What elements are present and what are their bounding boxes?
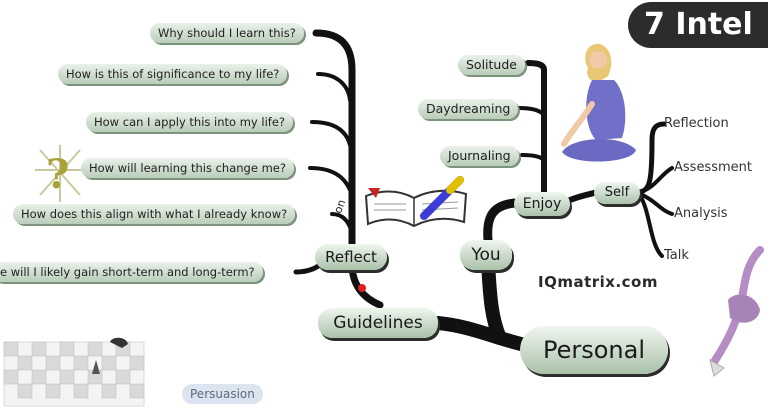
question-mark-icon: ? — [35, 145, 85, 202]
reflect-question-6: e will I likely gain short-term and long… — [0, 262, 263, 282]
enjoy-item-journaling: Journaling — [440, 146, 519, 166]
reflect-question-2: How is this of significance to my life? — [58, 64, 288, 84]
central-node: Personal — [520, 326, 668, 374]
enjoy-node: Enjoy — [514, 192, 570, 216]
meditating-woman-icon — [561, 43, 636, 162]
purple-figure-icon — [709, 246, 764, 377]
enjoy-item-daydreaming: Daydreaming — [418, 99, 519, 119]
svg-text:?: ? — [46, 151, 69, 198]
you-node: You — [460, 240, 512, 270]
reflect-question-1: Why should I learn this? — [150, 23, 304, 43]
enjoy-item-solitude: Solitude — [458, 55, 525, 75]
self-node: Self — [594, 182, 640, 204]
page-title: 7 Intel — [628, 2, 768, 48]
self-item-reflection: Reflection — [664, 116, 729, 131]
reflect-question-5: How does this align with what I already … — [13, 204, 296, 224]
red-dot-icon — [358, 284, 366, 292]
reflect-question-3: How can I apply this into my life? — [86, 112, 294, 132]
self-item-talk: Talk — [664, 248, 689, 263]
chessboard-icon — [3, 337, 145, 407]
self-item-assessment: Assessment — [674, 160, 752, 175]
self-item-analysis: Analysis — [674, 206, 728, 221]
reflect-node: Reflect — [315, 244, 387, 270]
guidelines-node: Guidelines — [318, 308, 438, 338]
book-and-pen-icon — [364, 176, 468, 228]
reflect-question-4: How will learning this change me? — [81, 158, 294, 178]
persuasion-node: Persuasion — [182, 384, 263, 404]
site-watermark: IQmatrix.com — [538, 273, 658, 291]
